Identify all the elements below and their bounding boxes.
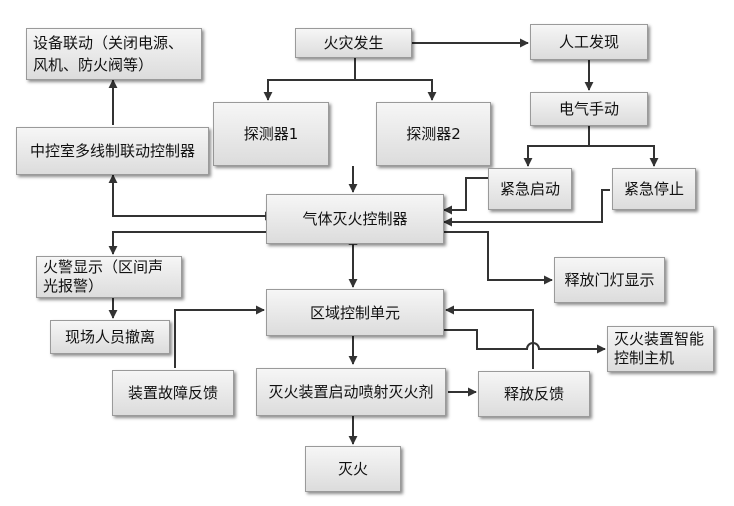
node-label: 火警显示（区间声光报警） bbox=[43, 258, 164, 295]
node-label: 紧急启动 bbox=[499, 180, 560, 198]
node-label: 装置故障反馈 bbox=[127, 384, 218, 402]
node-fire-alarm-display: 火警显示（区间声光报警） bbox=[36, 256, 182, 298]
edge-gas-controller-to-release-light bbox=[444, 231, 553, 285]
node-label: 电气手动 bbox=[558, 100, 619, 118]
edge-fire-to-detector-1 bbox=[263, 57, 356, 101]
node-central-controller: 中控室多线制联动控制器 bbox=[16, 127, 209, 175]
edge-electric-to-emergency-stop bbox=[589, 145, 659, 167]
node-fault-feedback: 装置故障反馈 bbox=[112, 370, 234, 416]
edge-electric-to-emergency-start bbox=[523, 126, 590, 167]
node-label: 区域控制单元 bbox=[309, 303, 400, 322]
node-label: 灭火装置启动喷射灭火剂 bbox=[268, 383, 434, 401]
node-label: 气体灭火控制器 bbox=[302, 210, 408, 228]
node-label: 现场人员撤离 bbox=[64, 328, 155, 346]
node-label: 探测器1 bbox=[243, 125, 299, 143]
edge-zone-control-to-intelligent-host bbox=[444, 329, 606, 354]
node-zone-control: 区域控制单元 bbox=[266, 289, 444, 336]
node-label: 探测器2 bbox=[406, 125, 461, 143]
node-label: 灭火 bbox=[337, 460, 368, 478]
node-manual-discovery: 人工发现 bbox=[530, 24, 648, 60]
node-fire-occurs: 火灾发生 bbox=[295, 28, 412, 58]
edge-gas-controller-to-fire-alarm bbox=[108, 231, 266, 255]
node-gas-controller: 气体灭火控制器 bbox=[266, 194, 444, 244]
node-personnel-evacuation: 现场人员撤离 bbox=[50, 320, 170, 354]
edge-gas-controller-central-controller bbox=[108, 174, 275, 221]
node-release-feedback: 释放反馈 bbox=[478, 371, 590, 417]
node-release-light: 释放门灯显示 bbox=[554, 257, 665, 303]
node-label: 火灾发生 bbox=[323, 34, 384, 52]
node-electric-manual: 电气手动 bbox=[530, 92, 648, 126]
node-equipment-linkage: 设备联动（关闭电源、风机、防火阀等） bbox=[26, 28, 202, 80]
edge-fault-feedback-to-zone-control bbox=[174, 305, 265, 368]
node-label: 释放反馈 bbox=[503, 385, 564, 403]
node-emergency-start: 紧急启动 bbox=[488, 168, 572, 210]
node-detector-2: 探测器2 bbox=[376, 102, 491, 166]
node-label: 灭火装置智能控制主机 bbox=[614, 330, 705, 367]
node-label: 中控室多线制联动控制器 bbox=[29, 142, 195, 160]
node-label: 人工发现 bbox=[558, 33, 619, 51]
edge-emergency-start-to-gas-controller bbox=[443, 177, 488, 215]
node-detector-1: 探测器1 bbox=[213, 102, 329, 166]
edge-emergency-stop-to-gas-controller bbox=[443, 189, 610, 227]
node-extinguish: 灭火 bbox=[305, 446, 401, 492]
node-label: 设备联动（关闭电源、风机、防火阀等） bbox=[33, 34, 184, 74]
node-spray-agent: 灭火装置启动喷射灭火剂 bbox=[256, 368, 446, 416]
edge-fire-to-detector-2 bbox=[355, 79, 437, 101]
edge-release-feedback-to-zone-control bbox=[445, 305, 534, 369]
node-emergency-stop: 紧急停止 bbox=[612, 168, 696, 210]
node-label: 紧急停止 bbox=[623, 180, 684, 198]
node-label: 释放门灯显示 bbox=[564, 271, 655, 289]
node-intelligent-host: 灭火装置智能控制主机 bbox=[607, 326, 714, 372]
